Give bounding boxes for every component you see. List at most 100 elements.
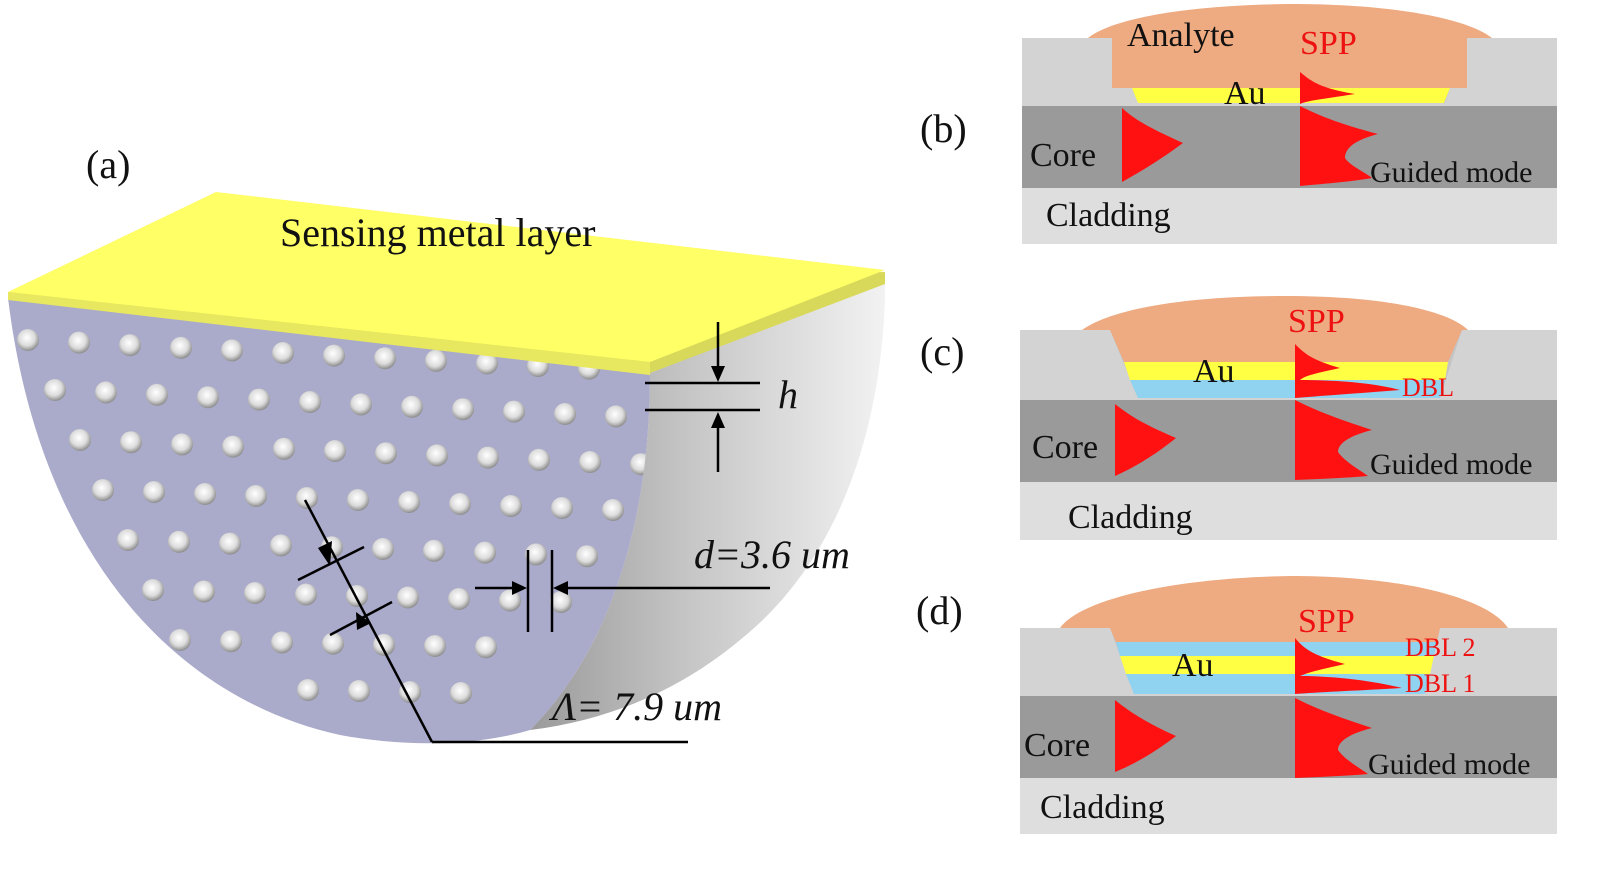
- gold-layer-front-lip: [8, 292, 650, 375]
- guided-mode-profile: [1300, 106, 1378, 186]
- air-hole: [477, 446, 499, 469]
- panel-d: (d) SPP Au DBL 2 DBL 1 Core Guided mode …: [916, 576, 1557, 834]
- fiber-cross-section-face: [8, 298, 650, 744]
- air-hole: [119, 334, 141, 357]
- panel-a-label: (a): [86, 142, 130, 187]
- air-hole: [272, 342, 294, 364]
- air-hole: [397, 586, 419, 609]
- air-hole: [295, 583, 317, 606]
- air-hole: [424, 635, 446, 657]
- air-hole: [554, 403, 576, 425]
- core-mode-profile: [1115, 700, 1176, 772]
- cladding-label: Cladding: [1068, 499, 1193, 536]
- air-hole: [197, 386, 219, 409]
- d-arrow-right-icon: [512, 581, 527, 595]
- air-hole: [423, 539, 445, 562]
- air-hole: [120, 431, 142, 454]
- guided-mode-profile: [1295, 400, 1372, 480]
- air-hole: [605, 405, 627, 428]
- gold-film: [1124, 362, 1448, 380]
- dbl1-label: DBL 1: [1405, 669, 1476, 698]
- air-hole: [44, 379, 66, 401]
- air-hole: [474, 541, 496, 564]
- panel-a: (a) Sensing metal layer h: [8, 142, 885, 744]
- air-hole: [450, 682, 472, 704]
- analyte-label: Analyte: [1127, 17, 1235, 54]
- air-hole: [171, 433, 193, 456]
- air-hole: [69, 429, 91, 451]
- spp-mode-profile: [1300, 72, 1355, 104]
- dbl2-layer: [1116, 642, 1437, 656]
- pitch-label: Λ= 7.9 um: [548, 684, 722, 729]
- thickness-label: h: [778, 372, 798, 417]
- air-hole: [476, 352, 498, 375]
- core-label: Core: [1032, 429, 1098, 466]
- cladding-region: [1020, 778, 1557, 834]
- air-hole: [475, 636, 497, 659]
- air-hole-array: [17, 329, 650, 704]
- air-hole: [348, 680, 370, 702]
- guided-mode-label: Guided mode: [1370, 156, 1532, 189]
- core-label: Core: [1030, 137, 1096, 174]
- air-hole: [92, 479, 114, 501]
- air-hole: [220, 630, 242, 653]
- air-hole: [193, 580, 215, 603]
- air-hole: [576, 545, 598, 568]
- spp-mode-profile: [1295, 344, 1400, 398]
- air-hole: [399, 681, 421, 703]
- sensing-metal-layer: [8, 192, 885, 362]
- spp-label: SPP: [1298, 603, 1355, 640]
- air-hole: [142, 579, 164, 601]
- guided-mode-label: Guided mode: [1368, 748, 1530, 781]
- analyte-fill-lower: [1112, 38, 1467, 88]
- air-hole: [372, 538, 394, 560]
- air-hole: [322, 632, 344, 655]
- guided-mode-profile: [1295, 698, 1372, 778]
- air-hole: [500, 495, 522, 517]
- air-hole: [579, 451, 601, 473]
- core-region: [1022, 106, 1557, 188]
- core-label: Core: [1024, 727, 1090, 764]
- air-hole: [499, 589, 521, 612]
- spp-label: SPP: [1288, 303, 1345, 340]
- core-mode-profile: [1122, 108, 1183, 182]
- au-label: Au: [1172, 647, 1214, 684]
- air-hole: [448, 588, 470, 610]
- dbl-layer: [1130, 380, 1445, 398]
- sensing-layer-title: Sensing metal layer: [280, 210, 595, 255]
- air-hole: [449, 493, 471, 515]
- analyte-region: [1060, 576, 1508, 642]
- air-hole: [221, 339, 243, 362]
- au-label: Au: [1193, 353, 1235, 390]
- air-hole: [551, 497, 573, 519]
- cladding-region: [1020, 482, 1557, 540]
- air-hole: [374, 347, 396, 370]
- air-hole: [273, 437, 295, 460]
- h-arrow-down-icon: [711, 366, 725, 382]
- air-hole: [296, 487, 318, 509]
- fiber-side-face: [530, 281, 885, 730]
- air-hole: [297, 679, 319, 701]
- air-hole: [401, 395, 423, 418]
- cladding-region: [1022, 188, 1557, 244]
- air-hole: [169, 629, 191, 651]
- dbl2-label: DBL 2: [1405, 633, 1476, 662]
- gold-film: [1132, 88, 1450, 103]
- air-hole: [375, 442, 397, 465]
- air-hole: [143, 481, 165, 503]
- core-mode-profile: [1115, 404, 1176, 476]
- air-hole: [602, 499, 624, 521]
- dbl-label: DBL: [1402, 373, 1454, 402]
- air-hole: [117, 529, 139, 551]
- core-region: [1020, 696, 1557, 778]
- air-hole: [398, 491, 420, 513]
- air-hole: [346, 585, 368, 607]
- air-hole: [347, 489, 369, 511]
- air-hole: [146, 383, 168, 406]
- air-hole: [550, 591, 572, 613]
- air-hole: [323, 344, 345, 367]
- core-region: [1020, 400, 1557, 482]
- air-hole: [168, 530, 190, 553]
- air-hole: [219, 532, 241, 555]
